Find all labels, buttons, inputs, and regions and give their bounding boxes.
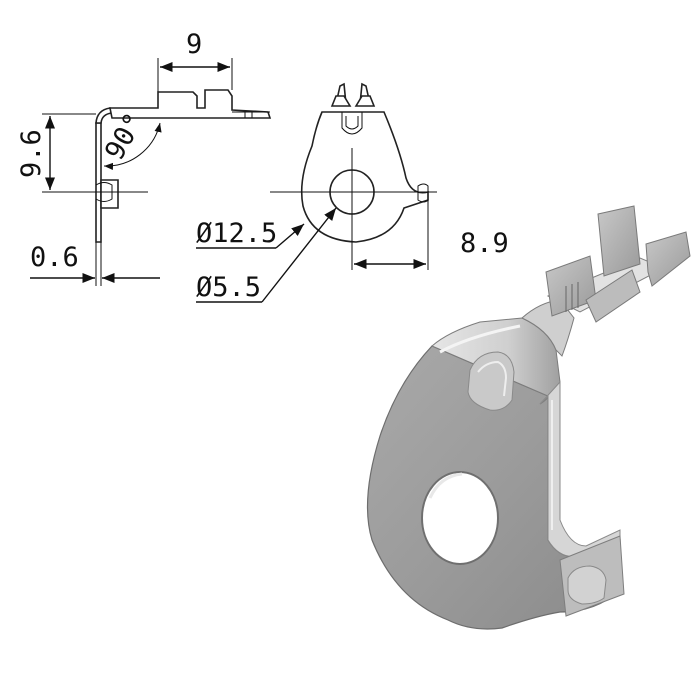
dim-outer-diameter: Ø12.5	[196, 218, 277, 249]
front-view: 8.9 Ø12.5 Ø5.5	[196, 82, 509, 303]
isometric-render	[366, 205, 691, 630]
dim-offset-8-9: 8.9	[460, 228, 509, 259]
dim-width-9: 9	[186, 29, 202, 60]
side-view: 9 9.6 90° 0.6	[16, 29, 272, 286]
dim-height-9-6: 9.6	[16, 129, 47, 178]
dim-thickness-0-6: 0.6	[30, 242, 79, 273]
dim-hole-diameter: Ø5.5	[196, 272, 261, 303]
